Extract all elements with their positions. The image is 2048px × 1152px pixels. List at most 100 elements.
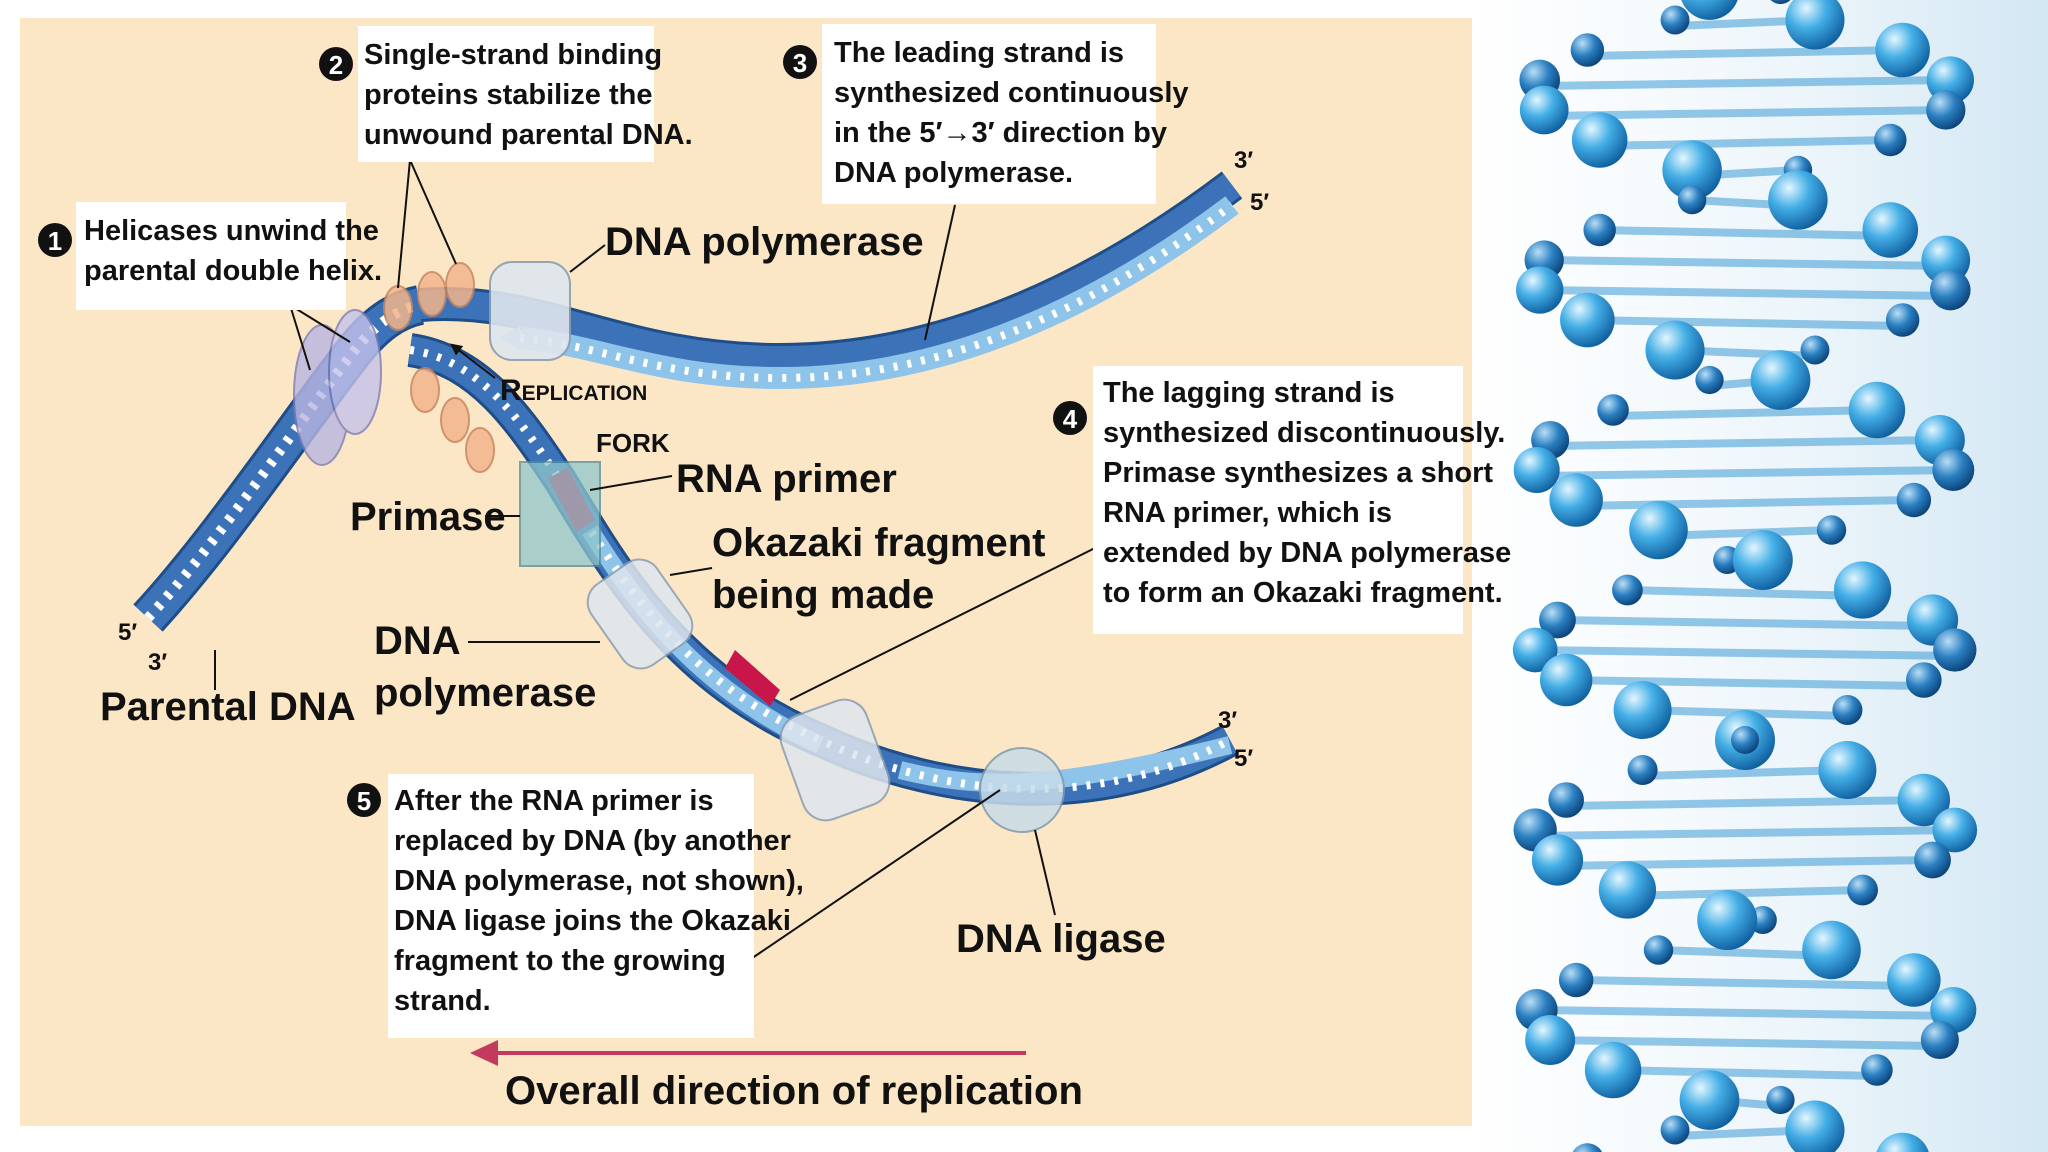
helix-ball (1598, 861, 1657, 919)
helix-ball (1785, 1100, 1845, 1152)
helix-ball (1897, 773, 1951, 827)
dna-ligase-protein (979, 747, 1065, 833)
helix-ball (1570, 33, 1605, 67)
step-3-line-2: synthesized continuously (834, 77, 1189, 109)
step-5-line-1: After the RNA primer is (394, 785, 714, 817)
helix-ball (1847, 874, 1878, 906)
helix-ball (1519, 85, 1569, 135)
helix-ball (1766, 1085, 1795, 1115)
helix-rung (1536, 1006, 1954, 1020)
left-5-prime: 5′ (118, 619, 137, 646)
leader-lines (214, 159, 1096, 966)
helix-ball (1876, 1132, 1929, 1152)
helix-ball (1539, 601, 1576, 639)
helix-ball (1732, 530, 1793, 590)
helix-ball (1597, 394, 1629, 426)
helix-rung (1566, 796, 1924, 810)
helix-rung (1642, 766, 1848, 780)
helix-rung (1557, 616, 1933, 630)
helix-ball (1516, 266, 1564, 314)
helix-ball (1627, 754, 1658, 786)
primase-protein (519, 461, 601, 567)
helix-rung (1612, 406, 1878, 420)
helix-rung (1535, 826, 1955, 840)
helix-ball (1731, 726, 1759, 754)
helix-ball (1584, 1041, 1642, 1099)
helix-rung (1539, 286, 1951, 300)
helix-ball (1862, 202, 1919, 258)
helix-rung (1612, 1066, 1878, 1080)
step-5-line-3: DNA polymerase, not shown), (394, 865, 804, 897)
helix-ball (1677, 185, 1707, 215)
diagram-labels: DNA polymerase Replication FORK RNA prim… (100, 220, 1166, 961)
dna-polymerase-leading (489, 261, 571, 361)
label-dna-polymerase-top: DNA polymerase (605, 220, 924, 264)
helix-ball (1558, 962, 1594, 998)
helix-ball (1539, 653, 1593, 707)
step-2-line-2: proteins stabilize the (364, 79, 652, 111)
helix-ball (1848, 381, 1906, 439)
helix-ball (1560, 292, 1615, 348)
step-2-line-1: Single-strand binding (364, 39, 662, 71)
step-1-number-badge (38, 223, 72, 257)
helix-ball (1583, 213, 1616, 247)
step-5-callout: 5 After the RNA primer is replaced by DN… (347, 774, 804, 1038)
helix-ball (1770, 0, 1791, 5)
helix-rungs (1535, 16, 1955, 1140)
helix-ball (1920, 1020, 1959, 1060)
helix-ball (1629, 500, 1688, 560)
step-3-line-3: in the 5′→3′ direction by (834, 117, 1167, 149)
helix-ball (1548, 782, 1584, 818)
label-okazaki-line-2: being made (712, 573, 934, 617)
helix-ball (1914, 841, 1951, 879)
single-strand-binding-proteins (383, 262, 495, 473)
strand-end-labels: 5′ 3′ 3′ 5′ 3′ 5′ (118, 147, 1269, 772)
step-4-line-5: extended by DNA polymerase (1103, 537, 1511, 569)
helix-ball (1681, 0, 1738, 20)
helix-backbone (1512, 0, 1978, 1152)
step-5-line-6: strand. (394, 985, 491, 1017)
step-4-callout: 4 The lagging strand is synthesized disc… (1053, 366, 1511, 634)
helix-ball (1531, 834, 1584, 886)
helix-rung (1536, 466, 1954, 480)
step-5-number-badge (347, 783, 381, 817)
bottom-5-prime: 5′ (1234, 745, 1253, 772)
helix-ball (1571, 112, 1628, 168)
step-4-line-3: Primase synthesizes a short (1103, 457, 1493, 489)
helix-ball (1660, 1115, 1690, 1145)
direction-arrow-head (470, 1040, 498, 1066)
helix-rung (1535, 646, 1955, 660)
helix-ball (1785, 0, 1845, 50)
helix-ball (1929, 269, 1971, 311)
helix-ball (1572, 1143, 1603, 1152)
top-5-prime: 5′ (1250, 189, 1269, 216)
label-okazaki-line-1: Okazaki fragment (712, 521, 1045, 565)
helix-ball (1933, 628, 1977, 672)
helix-ball (1513, 446, 1560, 494)
helix-ball (1887, 953, 1941, 1007)
helix-ball (1874, 123, 1907, 157)
helix-rung (1539, 76, 1951, 90)
helix-rung (1550, 436, 1940, 450)
label-replication: Replication (500, 374, 647, 407)
helix-ball (1932, 807, 1978, 853)
step-3-number: 3 (793, 48, 807, 78)
label-primase: Primase (350, 495, 506, 539)
label-rna-primer: RNA primer (676, 457, 897, 501)
step-4-line-1: The lagging strand is (1103, 377, 1395, 409)
step-4-number-badge (1053, 401, 1087, 435)
step-4-line-6: to form an Okazaki fragment. (1103, 577, 1503, 609)
helix-rung (1587, 46, 1903, 60)
helix-ball (1695, 365, 1724, 395)
helix-ball (1612, 574, 1643, 606)
dna-polymerase-lagging (586, 558, 694, 670)
helix-ball (1645, 320, 1705, 380)
step-2-number-badge (319, 47, 353, 81)
label-dna-polymerase-lower-2: polymerase (374, 671, 596, 715)
step-3-line-4: DNA polymerase. (834, 157, 1073, 189)
helix-ball (1926, 90, 1966, 130)
dna-double-helix-image (1470, 0, 2048, 1152)
helix-ball (1525, 1015, 1576, 1065)
step-2-line-3: unwound parental DNA. (364, 119, 693, 151)
helix-ball (1660, 5, 1690, 35)
